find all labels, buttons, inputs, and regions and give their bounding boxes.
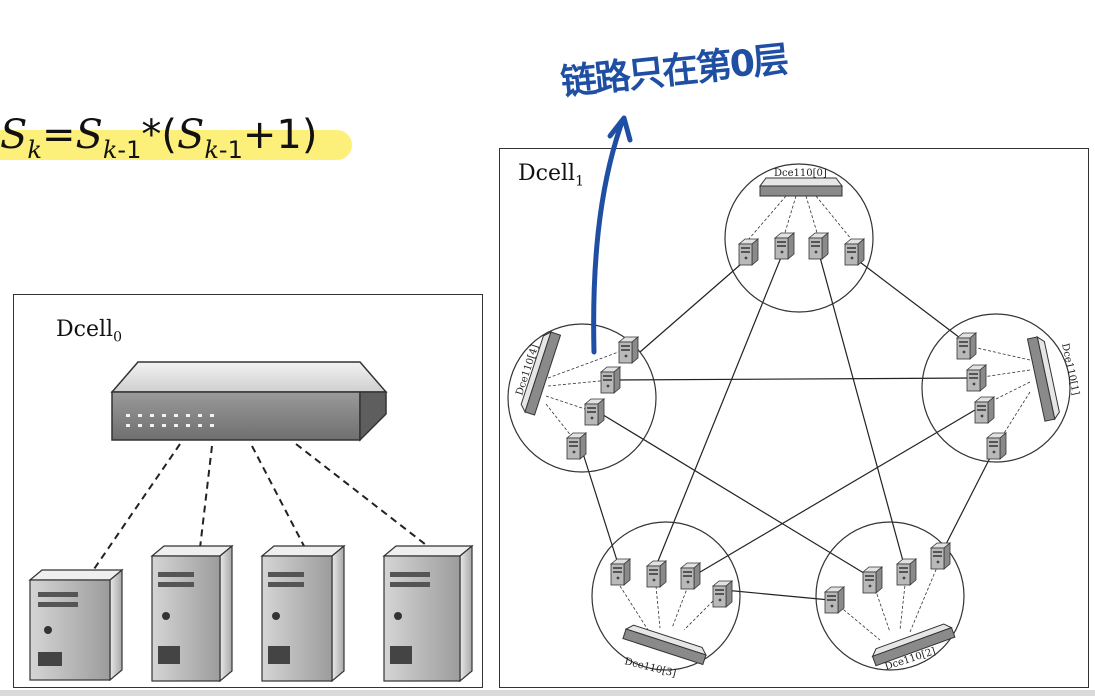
server-icon xyxy=(680,562,701,590)
server-icon xyxy=(618,336,639,364)
cell-switch-icon xyxy=(759,177,843,197)
server-icon xyxy=(808,232,829,260)
formula-tail: +1) xyxy=(242,112,318,158)
inter-cell-link xyxy=(611,377,976,381)
annotation-arrow xyxy=(591,115,633,355)
dcell1-diagram: Dce110[0] Dce110[4] xyxy=(507,163,1081,680)
formula-rhs-var: S xyxy=(75,112,103,158)
dcell1-cell-0: Dce110[0] xyxy=(724,163,874,313)
dcell1-cell-4: Dce110[4] xyxy=(507,323,657,473)
formula-inner-sub-var: k xyxy=(204,136,219,164)
server-icon xyxy=(986,432,1007,460)
dcell1-cell-1: Dce110[1] xyxy=(921,313,1081,463)
cell-label: Dce110[1] xyxy=(1059,342,1081,396)
server-icon xyxy=(974,396,995,424)
formula-rhs-sub-var: k xyxy=(102,136,118,164)
server-icon xyxy=(824,586,845,614)
server-icon xyxy=(896,558,917,586)
server-icon xyxy=(844,238,865,266)
inter-cell-link xyxy=(579,443,621,571)
server-icon xyxy=(566,432,587,460)
server-icon xyxy=(862,566,883,594)
dcell0-link xyxy=(295,443,431,549)
formula-lhs-sub: k xyxy=(27,136,42,164)
server-icon xyxy=(712,580,733,608)
dcell1-cell-2: Dce110[2] xyxy=(815,521,965,673)
inter-cell-link xyxy=(651,249,785,577)
dcell0-title-sub: 0 xyxy=(113,329,122,346)
formula-rhs-sub-num: -1 xyxy=(117,136,142,164)
dcell0-servers xyxy=(28,544,474,683)
recurrence-formula: Sk=Sk-1*(Sk-1+1) xyxy=(0,104,352,166)
dcell1-title-base: Dcell xyxy=(518,161,576,186)
server-icon xyxy=(610,558,631,586)
formula-highlight xyxy=(0,130,352,160)
inter-cell-link xyxy=(817,249,907,573)
dcell0-link xyxy=(251,445,306,549)
cell-switch-icon xyxy=(1026,335,1060,422)
server-icon xyxy=(600,366,621,394)
dcell0-switch-icon xyxy=(110,361,388,442)
server-icon xyxy=(738,238,759,266)
dcell0-title-base: Dcell xyxy=(56,317,114,342)
formula-inner-sub-num: -1 xyxy=(218,136,243,164)
server-icon xyxy=(930,542,951,570)
cell-label: Dce110[3] xyxy=(623,656,677,679)
dcell1-title: Dcell1 xyxy=(518,161,584,189)
server-icon xyxy=(382,544,474,683)
server-icon xyxy=(774,232,795,260)
formula-lhs-var: S xyxy=(0,112,28,158)
bottom-scrollbar-track xyxy=(0,690,1095,696)
inter-cell-link xyxy=(723,589,831,601)
cell-switch-icon xyxy=(871,623,956,667)
server-icon xyxy=(28,568,124,682)
inter-cell-link xyxy=(939,447,996,557)
server-icon xyxy=(966,364,987,392)
server-icon xyxy=(260,544,346,683)
server-icon xyxy=(956,332,977,360)
inter-cell-link xyxy=(689,409,976,579)
dcell0-links xyxy=(91,443,431,573)
dcell0-diagram xyxy=(28,361,474,683)
server-icon xyxy=(646,560,667,588)
server-icon xyxy=(150,544,234,683)
cell-switch-icon xyxy=(520,331,562,416)
formula-inner-var: S xyxy=(176,112,205,158)
inter-cell-link xyxy=(594,409,873,579)
inter-cell-link xyxy=(639,257,749,353)
dcell0-link xyxy=(91,443,181,573)
dcell0-title: Dcell0 xyxy=(56,317,122,345)
cell-label: Dce110[0] xyxy=(774,168,827,179)
formula-times: *( xyxy=(141,112,177,158)
server-icon xyxy=(584,398,605,426)
cell-switch-icon xyxy=(622,624,707,666)
dcell0-link xyxy=(199,445,213,549)
inter-cell-link xyxy=(851,255,969,345)
dcell1-cell-3: Dce110[3] xyxy=(591,521,741,680)
dcell1-title-sub: 1 xyxy=(575,173,584,190)
